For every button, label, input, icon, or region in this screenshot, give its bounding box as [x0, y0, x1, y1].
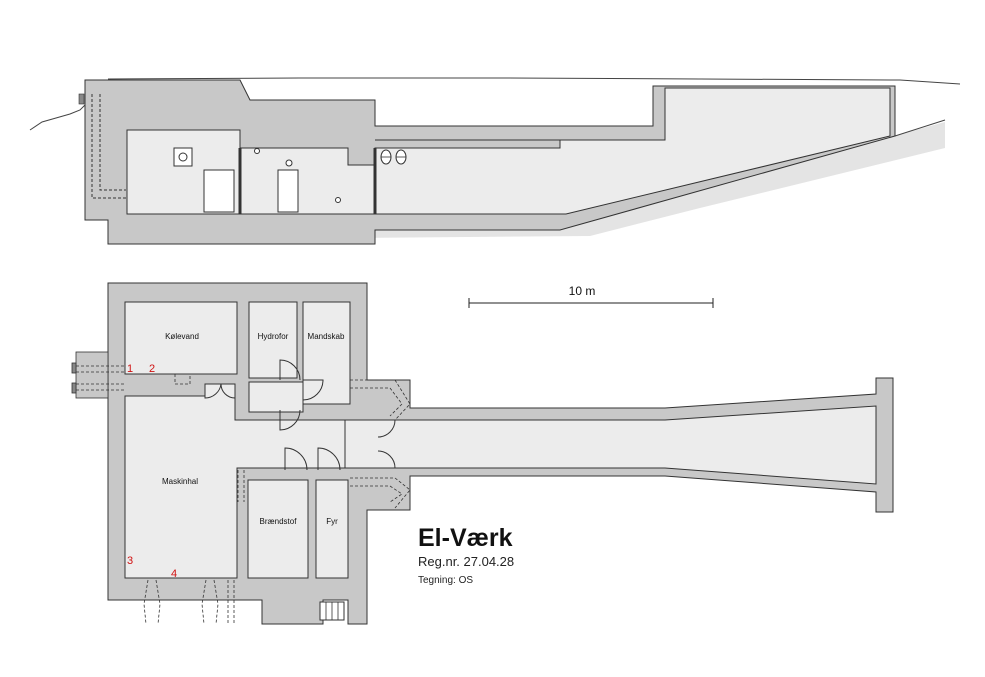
bottom-exits [143, 579, 235, 625]
drawn-by: Tegning: OS [418, 575, 474, 586]
section-view [29, 77, 961, 245]
title-block: El-Værk Reg.nr. 27.04.28 Tegning: OS [418, 524, 514, 588]
marker-1: 1 [127, 363, 133, 375]
terrain-line [29, 77, 961, 137]
marker-3: 3 [127, 555, 133, 567]
label-mandskab: Mandskab [308, 332, 345, 341]
door-swings [204, 359, 396, 471]
scale-bar: 10 m [468, 284, 714, 308]
scale-bar-label: 10 m [569, 284, 596, 298]
plan-view: Kølevand Hydrofor Mandskab Maskinhal Bræ… [71, 282, 894, 625]
drawing-title: El-Værk [418, 524, 513, 552]
registration-number: Reg.nr. 27.04.28 [418, 554, 515, 569]
label-braendstof: Brændstof [260, 517, 298, 526]
marker-4: 4 [171, 568, 177, 580]
vent-shaft [91, 94, 126, 199]
section-interior [126, 87, 891, 215]
room-mandskab [302, 301, 351, 405]
room-kolevand [124, 301, 238, 375]
label-fyr: Fyr [326, 517, 338, 526]
left-inlet-ducts [71, 351, 191, 399]
room-hydrofor [248, 301, 298, 379]
label-maskinhal: Maskinhal [162, 477, 198, 486]
room-braendstof [247, 479, 309, 579]
label-kolevand: Kølevand [165, 332, 199, 341]
lobby [248, 381, 304, 413]
tunnel-floor [344, 405, 877, 485]
hydrofor-tank [277, 169, 299, 213]
label-hydrofor: Hydrofor [258, 332, 289, 341]
marker-2: 2 [149, 363, 155, 375]
room-fyr [315, 479, 349, 579]
junction-ducts [237, 379, 411, 509]
tank-outline [173, 147, 193, 167]
engine-block [203, 169, 235, 213]
